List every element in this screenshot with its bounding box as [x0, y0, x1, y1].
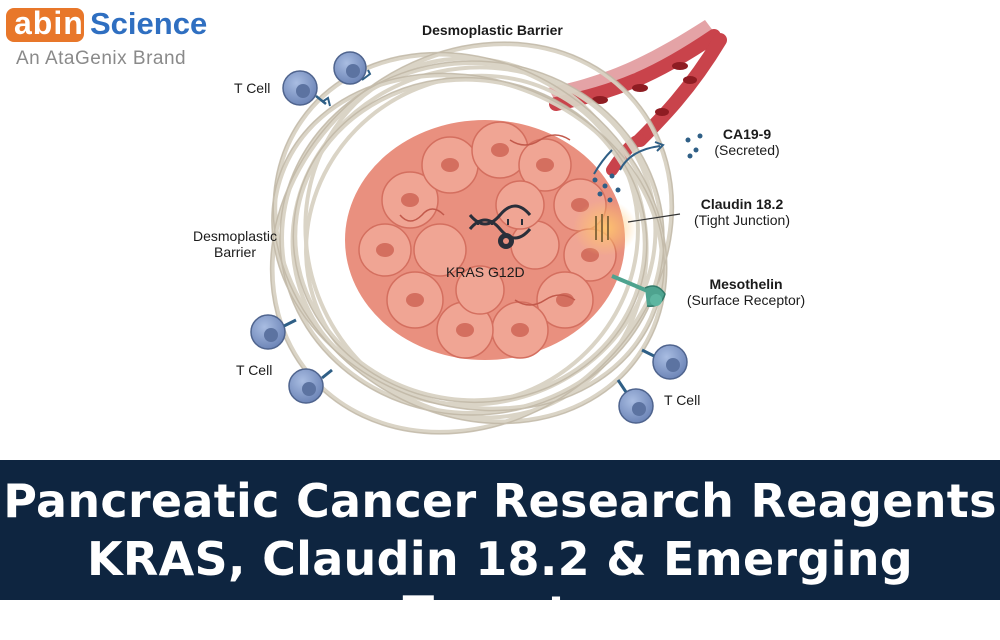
ca199-secreted-dots: [592, 133, 703, 203]
t-cell-top-left-2: [333, 51, 372, 85]
mesothelin-receptor-icon: [611, 274, 666, 307]
t-cell-bottom-right-1: [641, 344, 688, 380]
label-t-cell-bottom-right: T Cell: [664, 392, 701, 408]
label-desmoplastic-left-line1: Desmoplastic: [192, 228, 278, 244]
ca199-arrows: [593, 141, 665, 175]
t-cell-bottom-right-2: [616, 379, 654, 424]
label-ca199-name: CA19-9: [722, 126, 772, 142]
t-cell-bottom-left-1: [250, 314, 297, 350]
label-kras: KRAS G12D: [446, 264, 525, 280]
title-banner: Pancreatic Cancer Research Reagents KRAS…: [0, 460, 1000, 640]
logo-science-text: Science: [90, 6, 208, 41]
label-t-cell-top-left: T Cell: [234, 80, 271, 96]
t-cell-bottom-left-2: [288, 368, 333, 404]
claudin-pointer-line: [627, 213, 681, 223]
claudin-glow: [573, 200, 637, 256]
label-claudin-name: Claudin 18.2: [700, 196, 784, 212]
label-desmoplastic-barrier-left: Desmoplastic Barrier: [180, 228, 290, 260]
label-mesothelin: Mesothelin (Surface Receptor): [676, 276, 816, 308]
label-ca199-desc: (Secreted): [714, 142, 780, 158]
logo-mark: abin: [6, 5, 84, 42]
label-ca199: CA19-9 (Secreted): [702, 126, 792, 158]
tumor-microenvironment-diagram: [250, 20, 727, 435]
blood-vessel: [548, 20, 727, 176]
label-desmoplastic-left-line2: Barrier: [213, 244, 256, 260]
tumor-mass: [345, 120, 625, 360]
banner-title-line1: Pancreatic Cancer Research Reagents: [3, 474, 997, 528]
logo-mark-text: abin: [14, 5, 84, 41]
brand-logo: abin Science An AtaGenix Brand: [6, 5, 226, 72]
label-claudin: Claudin 18.2 (Tight Junction): [680, 196, 804, 228]
banner-title-line2: KRAS, Claudin 18.2 & Emerging Targets: [86, 532, 913, 640]
label-mesothelin-name: Mesothelin: [709, 276, 783, 292]
label-t-cell-bottom-left: T Cell: [236, 362, 273, 378]
label-mesothelin-desc: (Surface Receptor): [686, 292, 806, 308]
label-desmoplastic-barrier-top: Desmoplastic Barrier: [422, 22, 563, 38]
dna-gear-icon: [468, 204, 532, 249]
label-claudin-desc: (Tight Junction): [694, 212, 790, 228]
t-cell-top-left-1: [282, 70, 331, 107]
claudin-junction-icon: [595, 214, 609, 242]
logo-tagline: An AtaGenix Brand: [16, 48, 187, 69]
